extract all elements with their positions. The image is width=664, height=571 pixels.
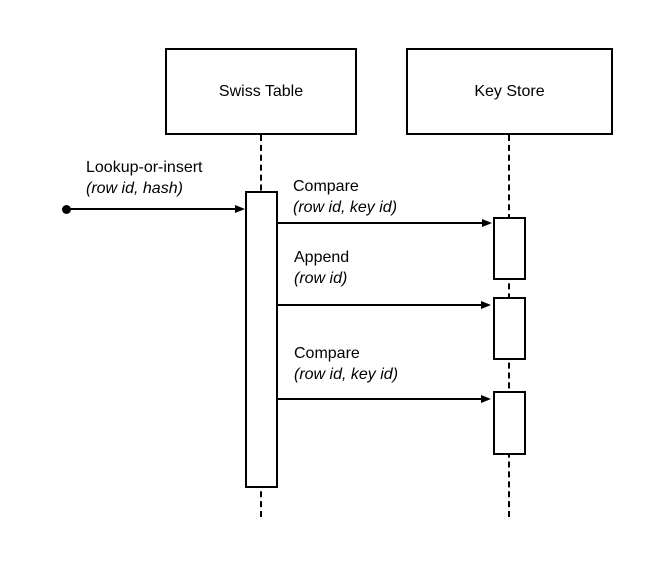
message-label-compare-2: Compare (row id, key id) xyxy=(294,343,398,385)
message-args: (row id) xyxy=(294,270,348,287)
message-name: Compare xyxy=(293,178,359,195)
arrowhead-icon xyxy=(481,301,491,309)
activation-bar-swiss-table xyxy=(245,191,278,488)
message-args: (row id, key id) xyxy=(293,199,398,216)
message-name: Compare xyxy=(294,345,360,362)
message-args: (row id, key id) xyxy=(294,366,399,383)
message-label-append: Append (row id) xyxy=(294,247,349,289)
message-name: Lookup-or-insert xyxy=(86,159,203,176)
participant-label-key-store: Key Store xyxy=(474,82,545,100)
arrowhead-icon xyxy=(481,395,491,403)
activation-bar-key-store-3 xyxy=(493,391,526,455)
participant-box-key-store: Key Store xyxy=(406,48,613,135)
participant-label-swiss-table: Swiss Table xyxy=(218,82,304,100)
activation-bar-key-store-2 xyxy=(493,297,526,360)
arrowhead-icon xyxy=(482,219,492,227)
message-arrow-lookup-or-insert xyxy=(66,208,235,210)
message-arrow-compare-2 xyxy=(277,398,481,400)
message-label-compare-1: Compare (row id, key id) xyxy=(293,176,397,218)
participant-box-swiss-table: Swiss Table xyxy=(165,48,357,135)
message-arrow-append xyxy=(277,304,481,306)
activation-bar-key-store-1 xyxy=(493,217,526,280)
message-args: (row id, hash) xyxy=(86,180,183,197)
arrowhead-icon xyxy=(235,205,245,213)
message-label-lookup-or-insert: Lookup-or-insert (row id, hash) xyxy=(86,157,203,199)
message-arrow-compare-1 xyxy=(277,222,482,224)
message-name: Append xyxy=(294,249,350,266)
